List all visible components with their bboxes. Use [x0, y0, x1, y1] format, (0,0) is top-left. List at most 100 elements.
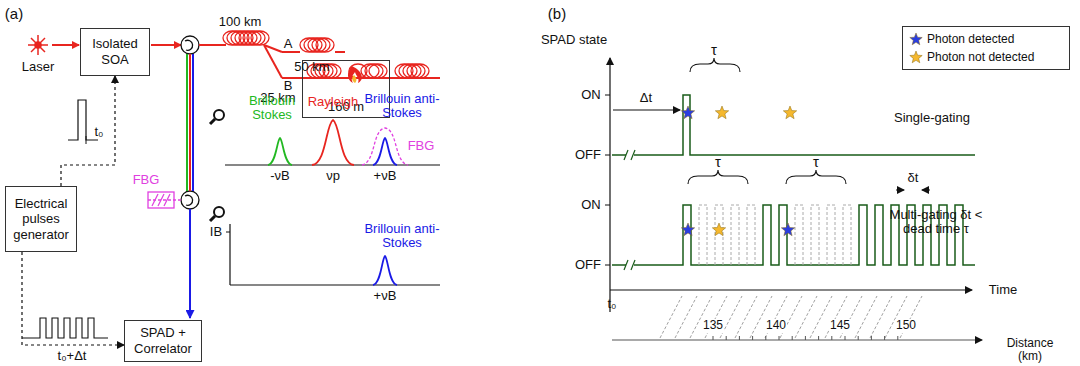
trigger-line [22, 252, 124, 345]
fire-icon [348, 66, 362, 83]
text-label: t₀+Δt [58, 349, 87, 363]
distance-axis [612, 339, 982, 340]
legend-text: Photon detected [927, 32, 1014, 46]
coil-loop [369, 64, 387, 78]
legend-row: Photon detected [909, 30, 1063, 48]
antistokes-peak [373, 256, 397, 285]
device-box: SPAD + Correlator [124, 320, 202, 362]
coil-loop [316, 38, 334, 52]
stokes-peak [268, 138, 292, 165]
text-label: ON [581, 198, 601, 212]
photon-stars [681, 106, 796, 236]
text-label: τ [715, 154, 721, 171]
soa-fiber [151, 44, 181, 46]
tick [86, 136, 87, 144]
distance-ticks [713, 336, 898, 340]
text-label: τ [711, 42, 717, 59]
fiber-coils [223, 31, 429, 78]
trigger-line [61, 76, 115, 186]
text-label: Brillouin anti-Stokes [362, 92, 442, 121]
ticks [605, 95, 610, 265]
text-label: 140 [765, 319, 787, 332]
text-label: δt [908, 171, 919, 185]
photon-star [781, 223, 794, 236]
text-label: SPAD state [541, 33, 607, 47]
delay-arrow [613, 109, 680, 110]
text-label: IB [210, 225, 222, 239]
coil-loop [403, 64, 421, 78]
text-label: +νB [374, 169, 397, 183]
coil-loop [247, 31, 265, 45]
rayleigh-peak [312, 120, 354, 165]
tick [226, 232, 230, 233]
single-gate-trace [612, 95, 975, 155]
text-label: νp [326, 169, 340, 183]
axis-break [624, 150, 635, 160]
legend-text: Photon not detected [927, 50, 1034, 64]
text-label: OFF [575, 148, 601, 162]
text-label: +νB [374, 289, 397, 303]
coil-loop [308, 38, 326, 52]
text-label: (b) [548, 6, 566, 23]
laser-icon [28, 35, 48, 55]
laser-fiber [52, 44, 79, 46]
text-label: FBG [133, 173, 160, 187]
text-label: 50 km [294, 60, 329, 74]
fiber [199, 44, 222, 46]
text-label: Brillouin anti-Stokes [362, 222, 442, 251]
photon-star [681, 106, 694, 119]
text-label: ON [581, 88, 601, 102]
fbg-profile [362, 128, 408, 165]
text-label: FBG [408, 139, 435, 153]
antistokes-peak [373, 138, 397, 165]
text-label: Brillouin Stokes [240, 94, 304, 123]
box-label: Electrical pulses generator [11, 196, 71, 243]
text-label: Laser [22, 60, 55, 74]
text-label: Rayleigh [308, 95, 359, 109]
legend-row: Photon not detected [909, 48, 1063, 66]
fiber-links [222, 45, 440, 78]
gate-pulse-train [22, 318, 108, 338]
coil-loop [365, 64, 383, 78]
return-fibers [187, 54, 193, 318]
box-label: Isolated SOA [86, 36, 144, 67]
box-label: SPAD + Correlator [130, 325, 196, 356]
text-label: A [284, 37, 293, 51]
dead-time-bracket [690, 58, 740, 72]
legend-box: Photon detectedPhoton not detected [902, 26, 1070, 70]
device-box: Electrical pulses generator [5, 186, 77, 252]
text-label: τ [813, 154, 819, 171]
trigger-pulse [68, 100, 98, 140]
dead-time-bracket [688, 170, 748, 184]
coil-loop [251, 31, 269, 45]
text-label: Time [989, 283, 1017, 297]
coil-loop [243, 31, 261, 45]
fbg-grating [148, 192, 181, 208]
coil-loop [361, 64, 379, 78]
photon-star [681, 223, 694, 236]
masked-gates [699, 205, 851, 265]
magnifier-icon [210, 110, 224, 221]
photon-star [712, 223, 725, 236]
text-label: Δt [640, 91, 652, 105]
text-label: Single-gating [894, 111, 970, 125]
text-label: 145 [829, 319, 851, 332]
legend-star [909, 32, 923, 46]
spectrum-axis [230, 284, 440, 285]
photon-star [783, 106, 796, 119]
device-box: Isolated SOA [80, 28, 150, 76]
circulator [181, 36, 199, 209]
text-label: t₀ [607, 297, 616, 311]
state-axis [609, 58, 610, 312]
intensity-axis [229, 224, 230, 285]
time-axis [610, 289, 972, 290]
period-arrows [896, 190, 930, 191]
text-label: 100 km [219, 15, 262, 29]
dead-time-bracket [786, 170, 846, 184]
text-label: 150 [895, 319, 917, 332]
time-distance-hatching [660, 296, 922, 338]
text-label: OFF [575, 258, 601, 272]
text-label: Multi-gating δt < dead time τ [886, 208, 986, 237]
text-label: -νB [270, 169, 290, 183]
coil-loop [407, 64, 425, 78]
